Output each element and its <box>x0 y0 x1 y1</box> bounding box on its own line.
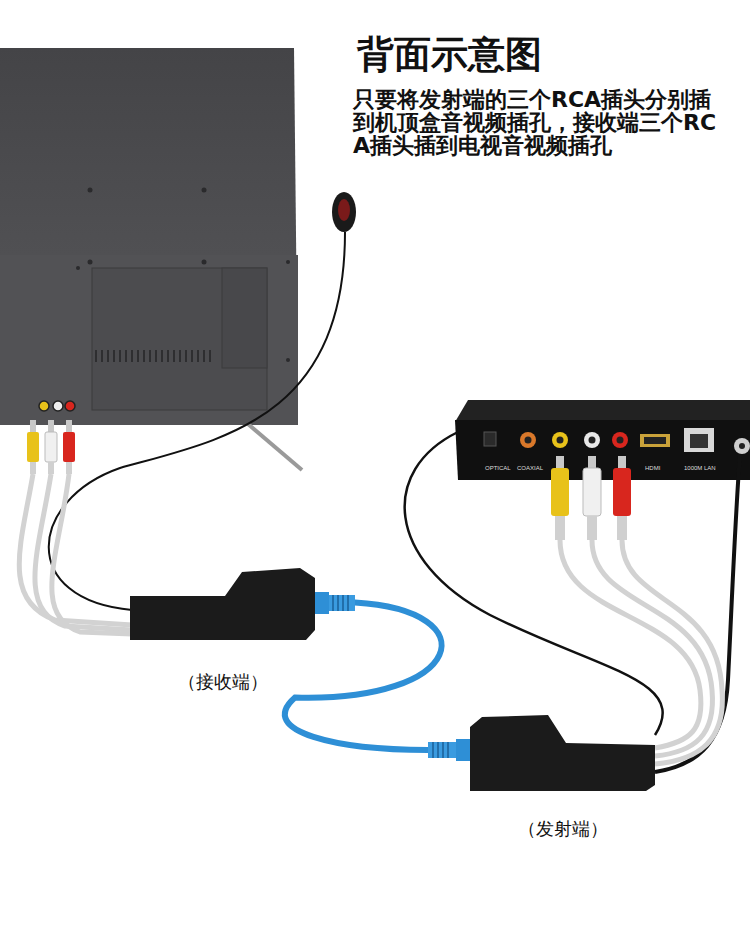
tv-stand <box>248 424 302 470</box>
stb-rca-plugs <box>551 456 631 540</box>
rj45-plug-transmitter <box>428 739 472 761</box>
title: 背面示意图 <box>357 30 542 80</box>
port-label: OPTICAL <box>485 465 511 471</box>
extender-body <box>470 715 655 791</box>
stb-top <box>455 400 750 422</box>
node-label: （发射端） <box>518 817 608 841</box>
ir-lens <box>338 199 350 221</box>
tv-vent <box>96 350 210 362</box>
rj45-plug-receiver <box>313 592 355 614</box>
extender-box: （发射端） <box>470 715 655 791</box>
tv-rca-plugs <box>27 420 75 474</box>
extender-shape <box>130 568 315 640</box>
extender-body <box>130 568 315 640</box>
tv-back <box>0 48 298 425</box>
ir-cable <box>49 232 345 610</box>
tv-screws <box>76 188 290 363</box>
tv-rca-jacks <box>39 401 75 411</box>
node-label: （接收端） <box>178 670 268 694</box>
tv-bracket <box>222 268 267 368</box>
extender-shape <box>470 715 655 791</box>
tv-inner-panel <box>92 268 267 410</box>
port-label: HDMI <box>645 465 660 471</box>
caption: 只要将发射端的三个RCA插头分别插到机顶盒音视频插孔，接收端三个RCA插头插到电… <box>353 88 725 157</box>
stb-rca-cables <box>560 540 722 764</box>
port-label: 1000M LAN <box>684 465 716 471</box>
tv-lower-panel <box>0 255 298 425</box>
stb-black-cable <box>405 432 663 735</box>
stb-front <box>455 420 750 480</box>
ir-eye <box>332 192 356 232</box>
port-label: COAXIAL <box>517 465 543 471</box>
tv-rca-cables <box>19 474 132 634</box>
stb-ports <box>484 428 750 454</box>
extender-box: （接收端） <box>130 568 315 640</box>
